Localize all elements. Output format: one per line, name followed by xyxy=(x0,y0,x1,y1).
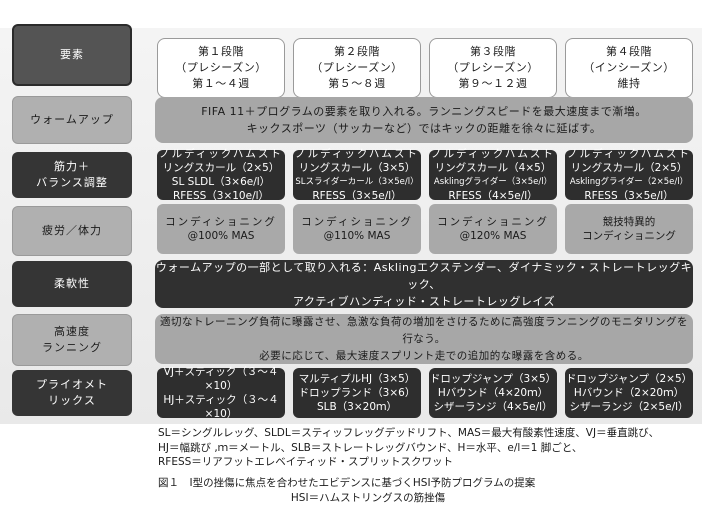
conditioning-line: コンディショニング xyxy=(582,230,676,242)
category-elements: 要素 xyxy=(12,24,132,86)
strength-cell-phase-1: ノルディックハムスト リングスカール（2×5） SL SLDL（3×6e/l） … xyxy=(157,148,285,202)
conditioning-line: @100% MAS xyxy=(187,230,255,242)
high-speed-text-line: 適切なトレーニング負荷に曝露させ、急激な負荷の増加をさけるために高強度ランニング… xyxy=(160,315,688,345)
conditioning-line: コンディショニング xyxy=(165,216,277,228)
phase-period: 維持 xyxy=(617,77,641,90)
strength-cell-phase-3: ノルディックハムスト リングスカール（4×5） Asklingグライダー（3×5… xyxy=(429,148,557,202)
phase-season: （プレシーズン） xyxy=(311,61,403,74)
plyometric-line: ドロップジャンプ（2×5） xyxy=(565,373,693,385)
conditioning-line: @110% MAS xyxy=(323,230,391,242)
figure-caption-note: HSI＝ハムストリングスの筋挫傷 xyxy=(290,492,446,504)
category-warmup: ウォームアップ xyxy=(12,96,132,144)
exercise-line: リングスカール（4×5） xyxy=(434,162,552,174)
plyometric-line: ドロップランド（3×6） xyxy=(298,387,416,399)
plyometric-line: マルティプルHJ（3×5） xyxy=(298,373,416,385)
phase-season: （プレシーズン） xyxy=(175,61,267,74)
category-flexibility: 柔軟性 xyxy=(12,261,132,307)
phase-name: 第３段階 xyxy=(470,45,516,58)
category-high-speed-running: 高速度 ランニング xyxy=(12,314,132,366)
phase-period: 第９～１２週 xyxy=(458,77,528,90)
exercise-line: ノルディックハムスト xyxy=(159,148,283,160)
exercise-line: SL SLDL（3×6e/l） xyxy=(171,176,271,188)
exercise-line: RFESS（3×10e/l） xyxy=(172,190,270,202)
phase-season: （インシーズン） xyxy=(583,61,675,74)
phase-name: 第２段階 xyxy=(334,45,380,58)
figure-caption: 図１ Ⅰ型の挫傷に焦点を合わせたエビデンスに基づくHSI予防プログラムの提案 xyxy=(158,477,536,489)
plyometrics-cell-phase-2: マルティプルHJ（3×5） ドロップランド（3×6） SLB（3×20ｍ） xyxy=(293,368,421,418)
plyometric-line: HJ＋スティック（３～４×10） xyxy=(163,394,279,420)
category-plyometrics: プライオメト リックス xyxy=(12,370,132,416)
warmup-text-line: FIFA 11＋プログラムの要素を取り入れる。ランニングスピードを最大速度まで漸… xyxy=(201,105,647,118)
phase-season: （プレシーズン） xyxy=(447,61,539,74)
flexibility-text-line: アクティブハンディッド・ストレートレッグレイズ xyxy=(292,294,556,308)
plyometrics-cell-phase-4: ドロップジャンプ（2×5） Hバウンド（2×20ｍ） シザーランジ（2×5e/l… xyxy=(565,368,693,418)
conditioning-line: コンディショニング xyxy=(301,216,413,228)
plyometric-line: Hバウンド（4×20ｍ） xyxy=(437,387,549,399)
flexibility-band: ウォームアップの一部として取り入れる：Asklingエクステンダー、ダイナミック… xyxy=(155,260,693,308)
phase-3-header: 第３段階 （プレシーズン） 第９～１２週 xyxy=(429,38,557,98)
high-speed-text-line: 必要に応じて、最大速度スプリント走での追加的な曝露を含める。 xyxy=(259,349,589,362)
strength-cell-phase-4: ノルディックハムスト リングスカール（2×5） Asklingグライダー（2×5… xyxy=(565,148,693,202)
plyometrics-cell-phase-3: ドロップジャンプ（3×5） Hバウンド（4×20ｍ） シザーランジ（4×5e/l… xyxy=(429,368,557,418)
plyometric-line: ドロップジャンプ（3×5） xyxy=(429,373,557,385)
fatigue-cell-phase-3: コンディショニング @120% MAS xyxy=(429,204,557,254)
conditioning-line: 競技特異的 xyxy=(602,216,656,228)
plyometric-line: VJ＋スティック（３～４×10） xyxy=(163,366,279,392)
category-label: 高速度 ランニング xyxy=(42,325,102,354)
plyometric-line: シザーランジ（2×5e/l） xyxy=(569,401,689,413)
category-label: 柔軟性 xyxy=(54,277,90,290)
conditioning-line: @120% MAS xyxy=(459,230,527,242)
exercise-line: リングスカール（3×5） xyxy=(298,162,416,174)
fatigue-cell-phase-1: コンディショニング @100% MAS xyxy=(157,204,285,254)
warmup-text-line: キックスポーツ（サッカーなど）ではキックの距離を徐々に延ばす。 xyxy=(246,122,602,135)
flexibility-text-line: ウォームアップの一部として取り入れる：Asklingエクステンダー、ダイナミック… xyxy=(155,260,693,291)
plyometric-line: SLB（3×20ｍ） xyxy=(316,401,398,413)
exercise-line: ノルディックハムスト xyxy=(567,148,691,160)
phase-period: 第５～８週 xyxy=(328,77,386,90)
plyometrics-cell-phase-1: VJ＋スティック（３～４×10） HJ＋スティック（３～４×10） xyxy=(157,366,285,420)
category-label: 要素 xyxy=(60,48,84,61)
category-fatigue: 疲労／体力 xyxy=(12,206,132,256)
plyometric-line: Hバウンド（2×20ｍ） xyxy=(573,387,685,399)
phase-4-header: 第４段階 （インシーズン） 維持 xyxy=(565,38,693,98)
phase-2-header: 第２段階 （プレシーズン） 第５～８週 xyxy=(293,38,421,98)
conditioning-line: コンディショニング xyxy=(437,216,549,228)
exercise-line: SLスライダーカール（3×5e/l） xyxy=(295,177,419,187)
phase-name: 第１段階 xyxy=(198,45,244,58)
fatigue-cell-phase-2: コンディショニング @110% MAS xyxy=(293,204,421,254)
warmup-band: FIFA 11＋プログラムの要素を取り入れる。ランニングスピードを最大速度まで漸… xyxy=(155,97,693,143)
plyometric-line: シザーランジ（4×5e/l） xyxy=(433,401,553,413)
category-label: プライオメト リックス xyxy=(36,378,108,407)
category-label: ウォームアップ xyxy=(30,113,114,126)
fatigue-cell-phase-4: 競技特異的 コンディショニング xyxy=(565,204,693,254)
phase-name: 第４段階 xyxy=(606,45,652,58)
exercise-line: ノルディックハムスト xyxy=(295,148,419,160)
abbreviation-legend: SL＝シングルレッグ、SLDL＝スティッフレッグデッドリフト、MAS＝最大有酸素… xyxy=(158,427,660,468)
exercise-line: RFESS（3×5e/l） xyxy=(312,190,402,202)
category-strength-balance: 筋力＋ バランス調整 xyxy=(12,152,132,198)
exercise-line: Asklingグライダー（3×5e/l） xyxy=(433,177,553,187)
exercise-line: RFESS（3×5e/l） xyxy=(584,190,674,202)
high-speed-running-band: 適切なトレーニング負荷に曝露させ、急激な負荷の増加をさけるために高強度ランニング… xyxy=(155,314,693,364)
phase-period: 第１～４週 xyxy=(192,77,250,90)
exercise-line: ノルディックハムスト xyxy=(431,148,555,160)
category-label: 筋力＋ バランス調整 xyxy=(36,160,108,189)
exercise-line: リングスカール（2×5） xyxy=(162,162,280,174)
exercise-line: RFESS（4×5e/l） xyxy=(448,190,538,202)
exercise-line: リングスカール（2×5） xyxy=(570,162,688,174)
phase-1-header: 第１段階 （プレシーズン） 第１～４週 xyxy=(157,38,285,98)
exercise-line: Asklingグライダー（2×5e/l） xyxy=(569,177,689,187)
strength-cell-phase-2: ノルディックハムスト リングスカール（3×5） SLスライダーカール（3×5e/… xyxy=(293,148,421,202)
category-label: 疲労／体力 xyxy=(42,224,102,237)
